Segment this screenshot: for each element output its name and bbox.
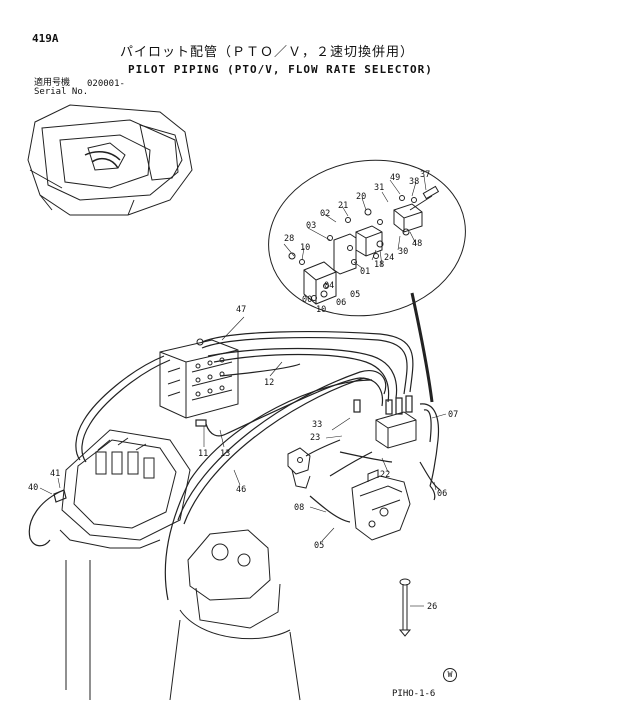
callout-28: 28 [284, 234, 294, 244]
flow-rate-selector-valve [351, 411, 417, 541]
callout-20: 20 [356, 192, 366, 202]
figure-code: PIHO-1-6 [392, 689, 436, 699]
callout-11: 11 [198, 449, 208, 459]
serial-label-jp: 適用号機 [34, 78, 71, 88]
callout-21: 21 [338, 201, 348, 211]
detail-zoom-ellipse [268, 159, 466, 403]
callout-08: 08 [294, 503, 304, 513]
callout-47: 47 [236, 305, 246, 315]
callout-26: 26 [427, 602, 437, 612]
title-english: PILOT PIPING (PTO/V, FLOW RATE SELECTOR) [128, 63, 433, 76]
callout-10: 10 [300, 243, 310, 253]
callout-18: 18 [374, 260, 384, 270]
callout-40: 40 [28, 483, 38, 493]
pump-assembly [59, 429, 191, 700]
control-valve [159, 338, 239, 419]
machine-overview-sketch [27, 104, 193, 216]
callout-48: 48 [412, 239, 422, 249]
swing-motor [169, 529, 301, 701]
callout-labels: 31 49 37 38 20 21 30 48 02 03 28 10 01 1… [28, 170, 458, 612]
callout-41: 41 [50, 469, 60, 479]
callout-05b: 05 [314, 541, 324, 551]
callout-38: 38 [409, 177, 419, 187]
callout-06b: 06 [437, 489, 447, 499]
pilot-hoses [28, 331, 441, 601]
callout-30: 30 [398, 247, 408, 257]
leader-lines [39, 175, 447, 607]
callout-46: 46 [236, 485, 246, 495]
revision-mark: W [443, 668, 457, 682]
callout-05: 05 [350, 290, 360, 300]
callout-22: 22 [380, 470, 390, 480]
callout-04: 04 [324, 281, 334, 291]
serial-label-en: Serial No. [34, 87, 89, 97]
callout-33: 33 [312, 420, 322, 430]
title-japanese: パイロット配管（ＰＴＯ／Ｖ，２速切換併用） [120, 45, 415, 60]
page-number: 419A [32, 32, 59, 45]
callout-13: 13 [220, 449, 230, 459]
bolt-26 [398, 578, 412, 637]
callout-02: 02 [320, 209, 330, 219]
callout-37: 37 [420, 170, 430, 180]
callout-24: 24 [384, 253, 394, 263]
callout-06: 06 [336, 298, 346, 308]
callout-10b: 10 [316, 305, 326, 315]
callout-01: 01 [360, 267, 370, 277]
callout-07: 07 [448, 410, 458, 420]
pilot-valve-small [287, 447, 311, 489]
callout-03: 03 [306, 221, 316, 231]
callout-00: 00 [302, 295, 312, 305]
serial-value: 020001- [87, 79, 125, 89]
callout-49: 49 [390, 173, 400, 183]
callout-23: 23 [310, 433, 320, 443]
callout-12: 12 [264, 378, 274, 388]
valve-block-detail [288, 185, 440, 305]
callout-31: 31 [374, 183, 384, 193]
